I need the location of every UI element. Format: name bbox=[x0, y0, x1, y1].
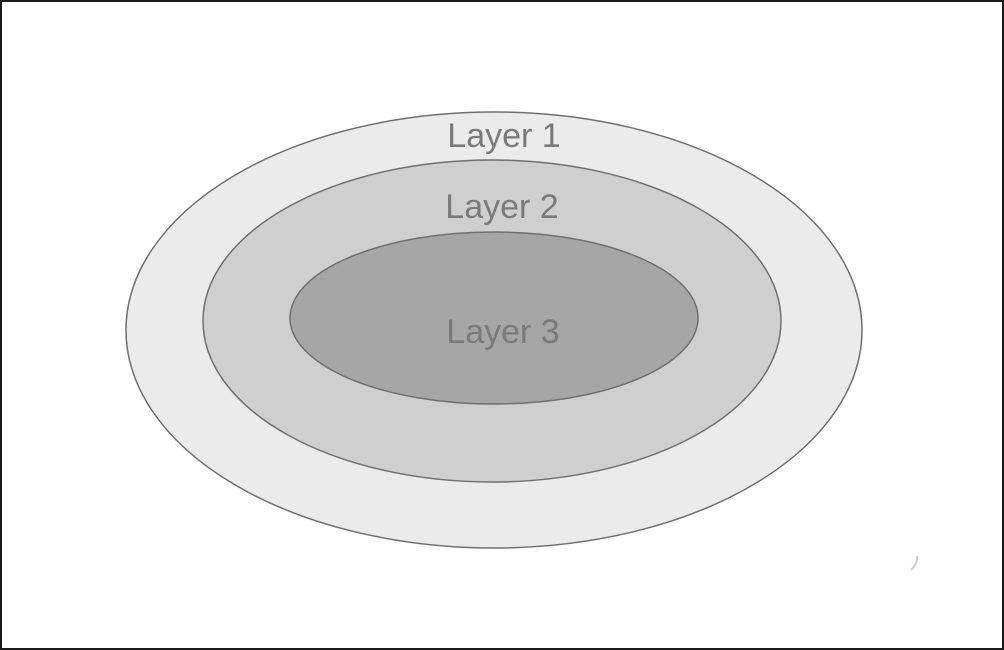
layer-3-ellipse bbox=[289, 231, 699, 405]
stray-mark bbox=[910, 555, 919, 571]
layer-3-label: Layer 3 bbox=[446, 313, 559, 351]
layer-1-label: Layer 1 bbox=[447, 117, 560, 155]
layer-2-label: Layer 2 bbox=[445, 188, 558, 226]
